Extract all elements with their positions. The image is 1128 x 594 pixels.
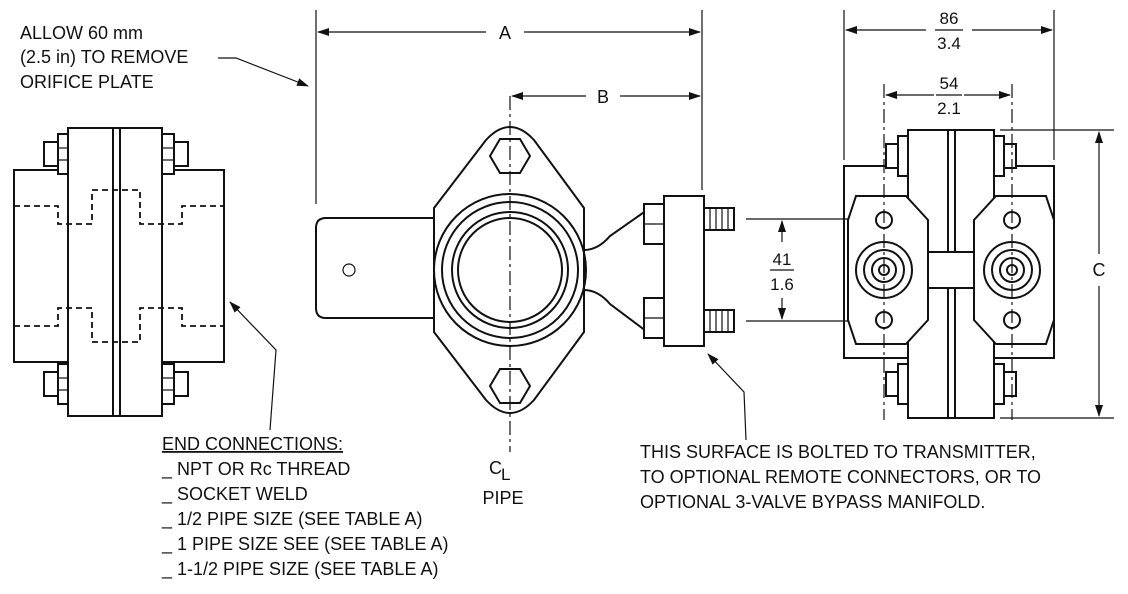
dimension-a-label: A bbox=[499, 23, 511, 43]
centerline-label: C L PIPE bbox=[482, 458, 523, 508]
dimension-b: B bbox=[511, 87, 701, 107]
upper-tap bbox=[703, 207, 735, 231]
dimension-a: A bbox=[315, 10, 703, 204]
side-view-left bbox=[13, 127, 225, 417]
centerline-symbol: C bbox=[489, 458, 502, 478]
end-connection-item: _ SOCKET WELD bbox=[161, 484, 308, 505]
front-view-center bbox=[315, 96, 735, 452]
centerline-subscript: L bbox=[501, 465, 510, 484]
lower-tap bbox=[703, 309, 735, 333]
dimension-c: C bbox=[1000, 129, 1114, 419]
dimension-c-label: C bbox=[1093, 260, 1106, 280]
tap-spacing-in: 1.6 bbox=[770, 275, 794, 294]
surface-leader bbox=[707, 353, 747, 441]
dimension-inner: 54 2.1 bbox=[885, 74, 1011, 118]
allow-leader-arrow bbox=[218, 57, 309, 87]
allow-note-line-1: ALLOW 60 mm bbox=[20, 23, 143, 43]
end-connections-leader bbox=[229, 301, 277, 431]
surface-note-line-3: OPTIONAL 3-VALVE BYPASS MANIFOLD. bbox=[640, 492, 985, 512]
inner-in: 2.1 bbox=[937, 99, 961, 118]
width-in: 3.4 bbox=[937, 34, 961, 53]
orifice-plate-note: ALLOW 60 mm (2.5 in) TO REMOVE ORIFICE P… bbox=[20, 23, 309, 92]
end-connections-note: END CONNECTIONS: _ NPT OR Rc THREAD _ SO… bbox=[161, 434, 448, 580]
surface-note-line-2: TO OPTIONAL REMOTE CONNECTORS, OR TO bbox=[640, 467, 1041, 487]
dimension-b-label: B bbox=[597, 87, 609, 107]
inner-mm: 54 bbox=[940, 74, 959, 93]
end-connections-title: END CONNECTIONS: bbox=[162, 434, 343, 454]
surface-note-line-1: THIS SURFACE IS BOLTED TO TRANSMITTER, bbox=[640, 442, 1036, 462]
end-view-right bbox=[843, 84, 1055, 420]
tap-spacing-mm: 41 bbox=[773, 250, 792, 269]
end-connection-item: _ NPT OR Rc THREAD bbox=[161, 459, 350, 480]
width-mm: 86 bbox=[940, 9, 959, 28]
end-connection-item: _ 1-1/2 PIPE SIZE (SEE TABLE A) bbox=[161, 559, 438, 580]
dimension-width: 86 3.4 bbox=[843, 9, 1055, 160]
end-connection-item: _ 1 PIPE SIZE SEE (SEE TABLE A) bbox=[161, 534, 448, 555]
centerline-pipe-label: PIPE bbox=[482, 488, 523, 508]
surface-note: THIS SURFACE IS BOLTED TO TRANSMITTER, T… bbox=[640, 442, 1041, 512]
allow-note-line-2: (2.5 in) TO REMOVE bbox=[20, 47, 188, 67]
allow-note-line-3: ORIFICE PLATE bbox=[20, 72, 154, 92]
end-connection-item: _ 1/2 PIPE SIZE (SEE TABLE A) bbox=[161, 509, 422, 530]
